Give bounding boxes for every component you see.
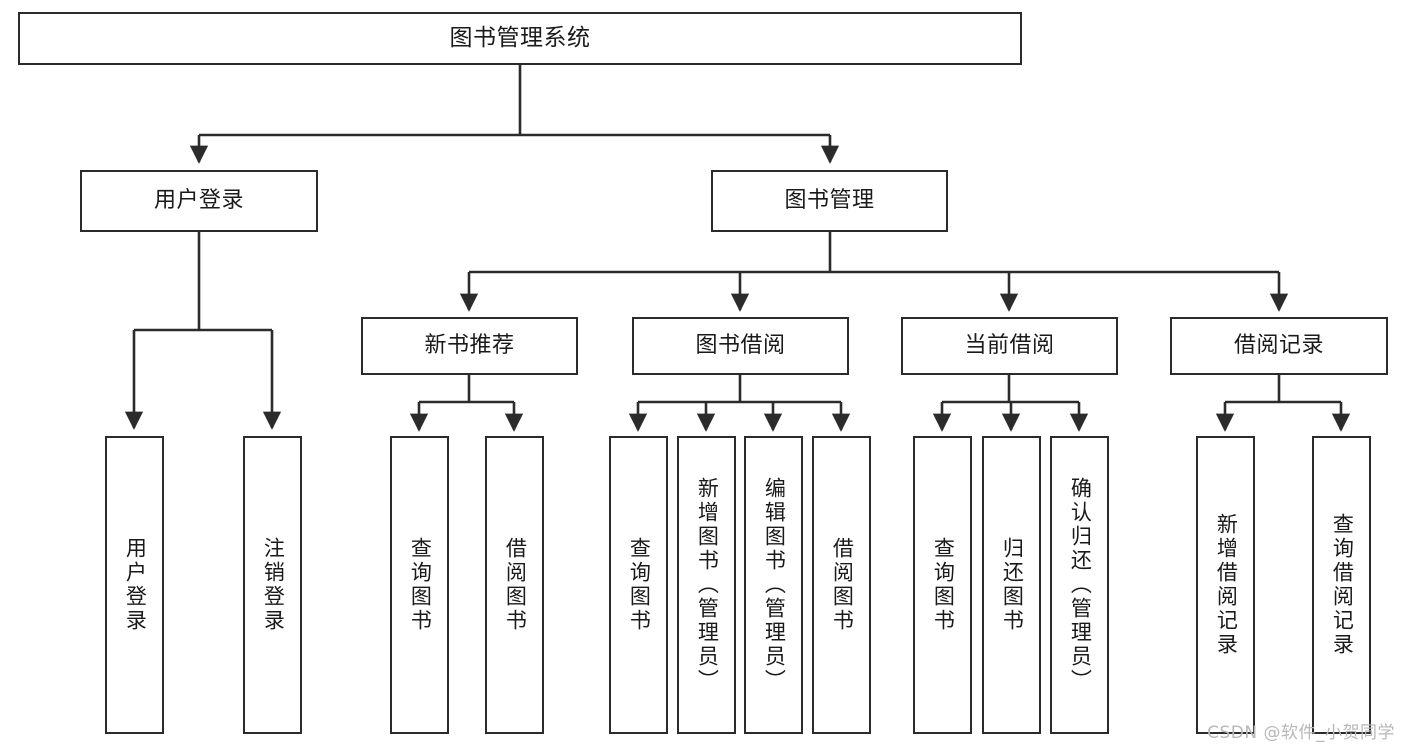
node-label: 归还图书	[1000, 537, 1025, 633]
node-leaf-record-query[interactable]: 查询借阅记录	[1312, 436, 1371, 734]
node-leaf-borrow-query[interactable]: 查询图书	[609, 436, 668, 734]
node-label: 用户登录	[153, 187, 244, 213]
node-label: 新增图书（管理员）	[695, 477, 720, 693]
node-leaf-current-confirm-return[interactable]: 确认归还（管理员）	[1050, 436, 1109, 734]
node-leaf-borrow-add-book[interactable]: 新增图书（管理员）	[677, 436, 736, 734]
node-leaf-current-return[interactable]: 归还图书	[982, 436, 1041, 734]
node-book-management[interactable]: 图书管理	[711, 170, 948, 232]
node-leaf-current-query[interactable]: 查询图书	[913, 436, 972, 734]
node-label: 查询图书	[931, 537, 956, 633]
node-label: 编辑图书（管理员）	[762, 477, 787, 693]
node-label: 注销登录	[261, 537, 286, 633]
node-leaf-user-login-signin[interactable]: 用户登录	[105, 436, 164, 734]
node-leaf-user-login-signout[interactable]: 注销登录	[243, 436, 302, 734]
node-leaf-borrow-edit-book[interactable]: 编辑图书（管理员）	[744, 436, 803, 734]
node-current-borrow[interactable]: 当前借阅	[901, 317, 1118, 375]
node-new-book-recommend[interactable]: 新书推荐	[361, 317, 578, 375]
node-label: 查询图书	[627, 537, 652, 633]
node-user-login[interactable]: 用户登录	[80, 170, 318, 232]
node-label: 借阅记录	[1233, 332, 1324, 358]
node-label: 图书管理	[784, 187, 875, 213]
node-leaf-record-add[interactable]: 新增借阅记录	[1196, 436, 1255, 734]
node-label: 图书管理系统	[449, 24, 591, 51]
node-label: 用户登录	[123, 537, 148, 633]
node-label: 借阅图书	[830, 537, 855, 633]
node-label: 新书推荐	[424, 332, 515, 358]
node-root-book-management-system[interactable]: 图书管理系统	[18, 12, 1022, 65]
node-book-borrow[interactable]: 图书借阅	[632, 317, 849, 375]
node-label: 查询图书	[408, 537, 433, 633]
csdn-watermark: CSDN @软件_小贺同学	[1207, 723, 1395, 743]
node-borrow-record[interactable]: 借阅记录	[1170, 317, 1388, 375]
node-label: 新增借阅记录	[1214, 513, 1239, 657]
node-label: 当前借阅	[964, 332, 1055, 358]
node-label: 确认归还（管理员）	[1068, 477, 1093, 693]
node-label: 图书借阅	[695, 332, 786, 358]
node-leaf-newbook-borrow[interactable]: 借阅图书	[485, 436, 544, 734]
node-leaf-newbook-query[interactable]: 查询图书	[390, 436, 449, 734]
node-label: 借阅图书	[503, 537, 528, 633]
node-label: 查询借阅记录	[1330, 513, 1355, 657]
node-leaf-borrow-borrow-book[interactable]: 借阅图书	[812, 436, 871, 734]
